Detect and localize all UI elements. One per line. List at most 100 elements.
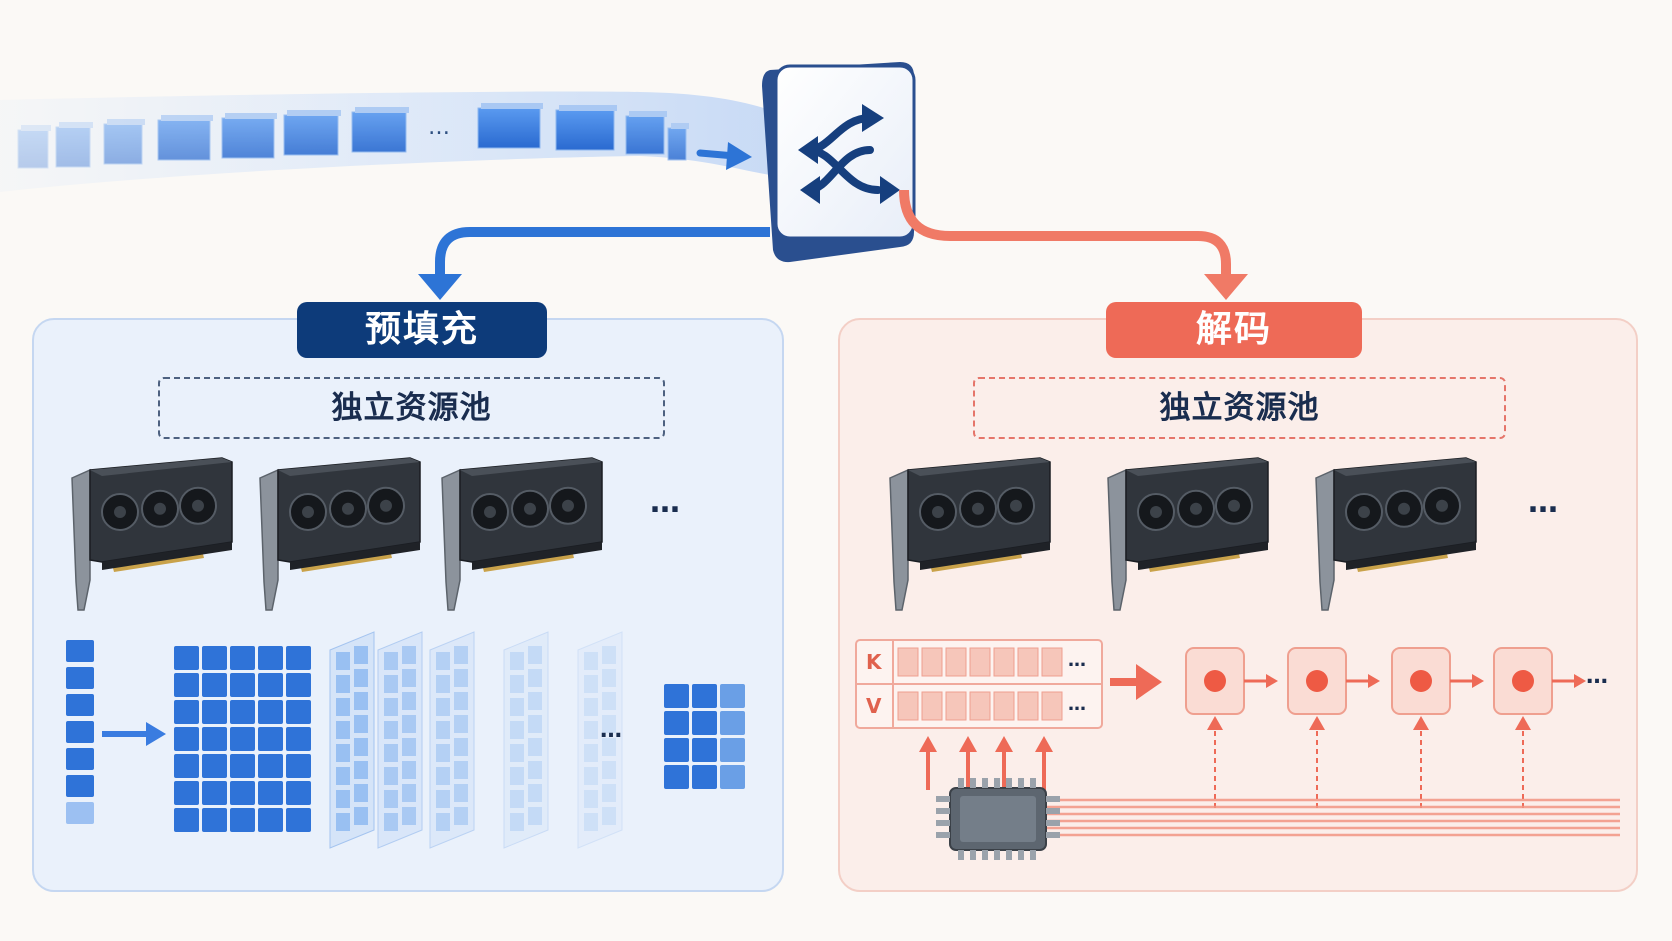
matrix-cell bbox=[286, 727, 311, 751]
decode-step-node bbox=[1287, 647, 1347, 715]
token-cube bbox=[283, 110, 341, 156]
matrix-cell bbox=[286, 754, 311, 778]
matrix-cell bbox=[174, 673, 199, 697]
attention-layer-sheet bbox=[377, 631, 423, 849]
kv-v-label: V bbox=[866, 694, 882, 718]
matrix-cell bbox=[230, 673, 255, 697]
decode-resource-pool-label: 独立资源池 bbox=[973, 377, 1506, 439]
matrix-cell bbox=[174, 727, 199, 751]
matrix-cell bbox=[258, 646, 283, 670]
matrix-cell bbox=[230, 754, 255, 778]
decode-route-arrow bbox=[899, 189, 1231, 280]
matrix-cell bbox=[720, 684, 745, 708]
gpu-card-icon bbox=[259, 457, 421, 611]
matrix-cell bbox=[286, 808, 311, 832]
kv-cache-cell bbox=[1017, 691, 1039, 721]
token-cube bbox=[555, 105, 617, 151]
kv-cache-cell bbox=[897, 691, 919, 721]
token-cube bbox=[103, 119, 145, 165]
gpu-card-icon bbox=[1107, 457, 1269, 611]
matrix-cell bbox=[258, 700, 283, 724]
token-cube bbox=[351, 107, 409, 153]
kv-cache-cell bbox=[945, 691, 967, 721]
matrix-cell bbox=[286, 781, 311, 805]
matrix-cell bbox=[664, 711, 689, 735]
kv-cache-cell bbox=[1041, 647, 1063, 677]
matrix-cell bbox=[664, 738, 689, 762]
kv-cache-cell bbox=[897, 647, 919, 677]
decode-title: 解码 bbox=[1106, 302, 1362, 358]
matrix-cell bbox=[720, 711, 745, 735]
kv-cache-cell bbox=[969, 647, 991, 677]
decode-step-node bbox=[1493, 647, 1553, 715]
kv-v-ellipsis: … bbox=[1068, 694, 1088, 715]
attention-layer-sheet bbox=[503, 631, 549, 849]
token-square bbox=[66, 748, 94, 770]
stream-ellipsis: … bbox=[428, 115, 450, 140]
matrix-cell bbox=[202, 808, 227, 832]
matrix-cell bbox=[286, 673, 311, 697]
token-cube bbox=[55, 122, 93, 168]
token-cube bbox=[477, 103, 543, 149]
token-cube bbox=[221, 113, 277, 159]
kv-cache-cell bbox=[1041, 691, 1063, 721]
matrix-cell bbox=[174, 781, 199, 805]
prefill-route-arrow bbox=[435, 227, 770, 280]
decode-step-node bbox=[1185, 647, 1245, 715]
router-switch bbox=[762, 62, 916, 263]
kv-cache-cell bbox=[921, 691, 943, 721]
matrix-cell bbox=[258, 673, 283, 697]
gpu-card-icon bbox=[71, 457, 233, 611]
token-stream: … bbox=[0, 91, 770, 192]
prefill-resource-pool-label: 独立资源池 bbox=[158, 377, 665, 439]
kv-cache-cell bbox=[1017, 647, 1039, 677]
matrix-cell bbox=[692, 711, 717, 735]
matrix-cell bbox=[230, 808, 255, 832]
kv-cache-cell bbox=[993, 647, 1015, 677]
kv-k-label: K bbox=[866, 650, 882, 674]
kv-cache-cell bbox=[921, 647, 943, 677]
matrix-cell bbox=[720, 738, 745, 762]
matrix-cell bbox=[202, 727, 227, 751]
matrix-cell bbox=[202, 781, 227, 805]
decode-gpu-ellipsis: … bbox=[1528, 485, 1560, 520]
token-square bbox=[66, 694, 94, 716]
matrix-cell bbox=[230, 646, 255, 670]
gpu-card-icon bbox=[889, 457, 1051, 611]
attention-layer-sheet bbox=[429, 631, 475, 849]
matrix-cell bbox=[258, 808, 283, 832]
decode-chain-ellipsis: … bbox=[1586, 664, 1610, 689]
token-square bbox=[66, 667, 94, 689]
matrix-cell bbox=[174, 646, 199, 670]
token-square bbox=[66, 775, 94, 797]
prefill-title: 预填充 bbox=[297, 302, 547, 358]
matrix-cell bbox=[692, 738, 717, 762]
kv-k-ellipsis: … bbox=[1068, 650, 1088, 671]
attention-layer-sheet bbox=[329, 631, 375, 849]
matrix-cell bbox=[202, 700, 227, 724]
matrix-cell bbox=[202, 673, 227, 697]
matrix-cell bbox=[258, 727, 283, 751]
prefill-gpu-ellipsis: … bbox=[650, 485, 682, 520]
token-cube bbox=[667, 123, 689, 161]
matrix-cell bbox=[230, 727, 255, 751]
token-square bbox=[66, 721, 94, 743]
matrix-cell bbox=[286, 646, 311, 670]
matrix-cell bbox=[230, 781, 255, 805]
token-cube bbox=[157, 115, 213, 161]
matrix-cell bbox=[174, 754, 199, 778]
prefill-matrix-ellipsis: … bbox=[600, 718, 624, 743]
matrix-cell bbox=[692, 765, 717, 789]
matrix-cell bbox=[174, 700, 199, 724]
matrix-cell bbox=[258, 754, 283, 778]
decode-step-node bbox=[1391, 647, 1451, 715]
matrix-cell bbox=[692, 684, 717, 708]
prefill-compute bbox=[66, 631, 745, 849]
matrix-cell bbox=[174, 808, 199, 832]
matrix-cell bbox=[664, 765, 689, 789]
attention-layer-sheet bbox=[577, 631, 623, 849]
gpu-card-icon bbox=[441, 457, 603, 611]
matrix-cell bbox=[720, 765, 745, 789]
token-square bbox=[66, 802, 94, 824]
